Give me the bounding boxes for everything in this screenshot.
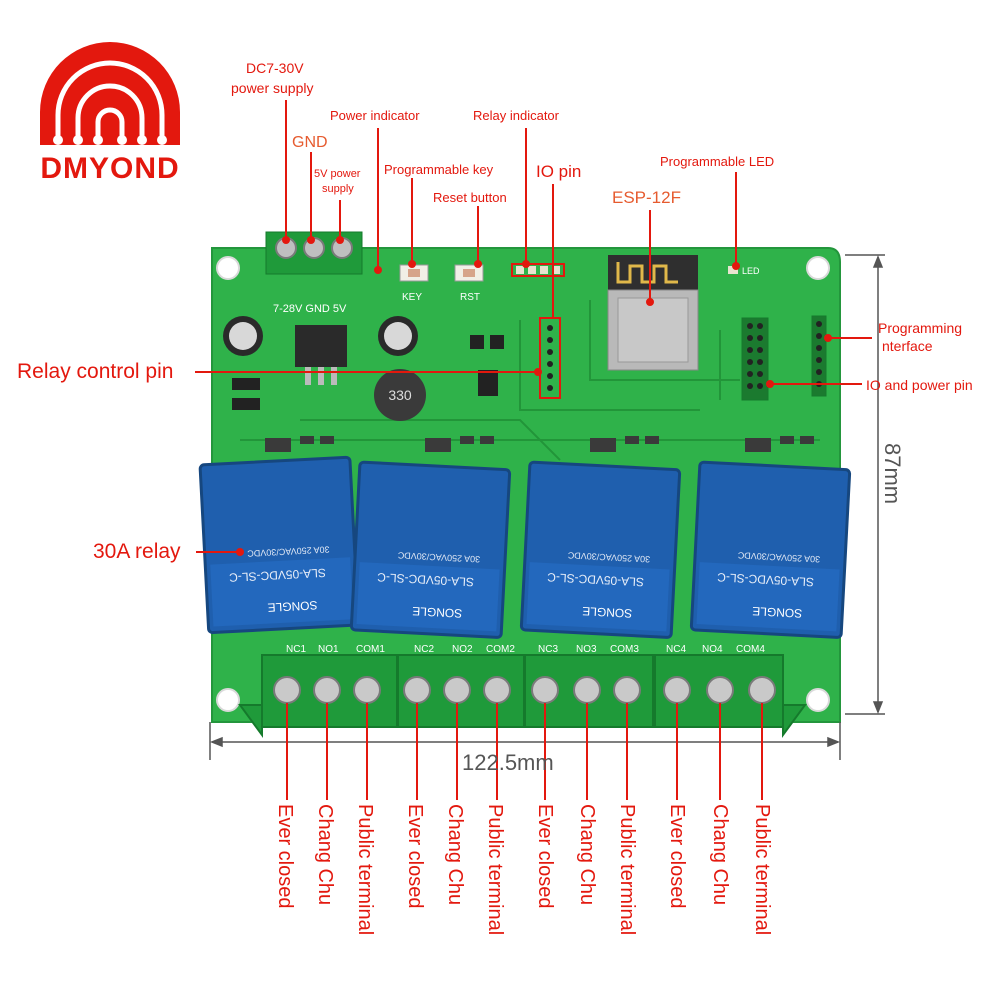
- regulator-chip: [295, 325, 347, 367]
- reset-button-label: Reset button: [433, 190, 507, 205]
- io-power-pin-label: IO and power pin: [866, 377, 973, 393]
- svg-text:KEY: KEY: [402, 292, 422, 303]
- svg-text:NC2: NC2: [414, 644, 434, 655]
- svg-text:SLA-05VDC-SL-C: SLA-05VDC-SL-C: [377, 570, 475, 589]
- five-v-label-2: supply: [322, 183, 354, 195]
- terminal-label-no4: Chang Chu: [709, 804, 731, 906]
- relay-indicator-label: Relay indicator: [473, 108, 559, 123]
- programming-interface-label: Programming: [878, 320, 963, 336]
- relay-3: SLA-05VDC-SL-C SONGLE 30A 250VAC/30VDC: [519, 460, 682, 639]
- svg-text:NO2: NO2: [452, 644, 473, 655]
- terminal-label-no2: Chang Chu: [444, 804, 466, 906]
- svg-text:NC1: NC1: [286, 644, 306, 655]
- terminal-label-no3: Chang Chu: [576, 804, 598, 906]
- terminal-label-com2: Public terminal: [484, 804, 506, 936]
- programmable-led: [728, 266, 738, 274]
- svg-text:NO1: NO1: [318, 644, 339, 655]
- height-dimension-line: [845, 254, 885, 715]
- power-terminal-silk: 7-28V GND 5V: [273, 303, 347, 315]
- io-pin-label: IO pin: [536, 162, 582, 181]
- svg-text:COM2: COM2: [486, 644, 515, 655]
- dmyond-logo: DMYOND: [40, 42, 180, 185]
- relay-30a-label: 30A relay: [93, 540, 181, 563]
- relay-1: SLA-05VDC-SL-C SONGLE 30A 250VAC/30VDC: [198, 455, 360, 635]
- terminal-label-com1: Public terminal: [354, 804, 376, 936]
- terminal-label-com4: Public terminal: [751, 804, 773, 936]
- io-power-pin-header: [741, 317, 769, 401]
- svg-text:RST: RST: [460, 292, 480, 303]
- svg-text:SONGLE: SONGLE: [752, 604, 803, 621]
- terminal-screws: [273, 676, 776, 704]
- svg-text:NC4: NC4: [666, 644, 686, 655]
- svg-text:NO3: NO3: [576, 644, 597, 655]
- io-pin-header: [539, 317, 561, 399]
- svg-text:NC3: NC3: [538, 644, 558, 655]
- dc-supply-label: DC7-30V: [246, 60, 304, 76]
- esp-label: ESP-12F: [612, 188, 681, 207]
- relay-indicator-leds: [511, 263, 565, 277]
- terminal-label-no1: Chang Chu: [314, 804, 336, 906]
- programming-interface-label-2: nterface: [882, 338, 933, 354]
- relay-2: SLA-05VDC-SL-C SONGLE 30A 250VAC/30VDC: [349, 460, 512, 639]
- svg-text:SONGLE: SONGLE: [267, 598, 318, 615]
- svg-text:LED: LED: [742, 266, 760, 276]
- svg-text:SONGLE: SONGLE: [412, 604, 463, 621]
- svg-text:30A 250VAC/30VDC: 30A 250VAC/30VDC: [737, 550, 820, 564]
- programmable-key-label: Programmable key: [384, 162, 494, 177]
- height-dimension-label: 87mm: [880, 443, 905, 505]
- power-supply-label: power supply: [231, 80, 314, 96]
- svg-text:30A 250VAC/30VDC: 30A 250VAC/30VDC: [397, 550, 480, 564]
- svg-text:SONGLE: SONGLE: [582, 604, 633, 621]
- logo-text: DMYOND: [40, 152, 179, 185]
- programmable-led-label: Programmable LED: [660, 154, 775, 169]
- svg-text:330: 330: [388, 387, 412, 403]
- svg-text:COM3: COM3: [610, 644, 639, 655]
- terminal-label-nc1: Ever closed: [274, 804, 296, 909]
- relay-control-pin-label: Relay control pin: [17, 360, 174, 383]
- leader-lines: [195, 100, 872, 556]
- relay-4: SLA-05VDC-SL-C SONGLE 30A 250VAC/30VDC: [689, 460, 852, 639]
- inductor: [374, 369, 426, 421]
- gnd-label: GND: [292, 134, 328, 151]
- terminal-label-nc4: Ever closed: [666, 804, 688, 909]
- svg-text:SLA-05VDC-SL-C: SLA-05VDC-SL-C: [547, 570, 645, 589]
- width-dimension-label: 122.5mm: [462, 750, 554, 775]
- svg-text:NO4: NO4: [702, 644, 723, 655]
- terminal-label-nc3: Ever closed: [534, 804, 556, 909]
- svg-text:30A 250VAC/30VDC: 30A 250VAC/30VDC: [567, 550, 650, 564]
- svg-text:COM1: COM1: [356, 644, 385, 655]
- terminal-label-com3: Public terminal: [616, 804, 638, 936]
- svg-text:SLA-05VDC-SL-C: SLA-05VDC-SL-C: [717, 570, 815, 589]
- svg-text:SLA-05VDC-SL-C: SLA-05VDC-SL-C: [229, 566, 327, 585]
- dc-supply-line1: DC7-30V: [246, 60, 304, 76]
- svg-text:30A 250VAC/30VDC: 30A 250VAC/30VDC: [247, 544, 330, 558]
- power-indicator-label: Power indicator: [330, 108, 420, 123]
- five-v-label: 5V power: [314, 168, 361, 180]
- terminal-leader-lines: [286, 703, 763, 800]
- width-dimension-line: [209, 722, 841, 760]
- terminal-label-nc2: Ever closed: [404, 804, 426, 909]
- svg-text:COM4: COM4: [736, 644, 765, 655]
- programming-interface-header: [811, 315, 827, 397]
